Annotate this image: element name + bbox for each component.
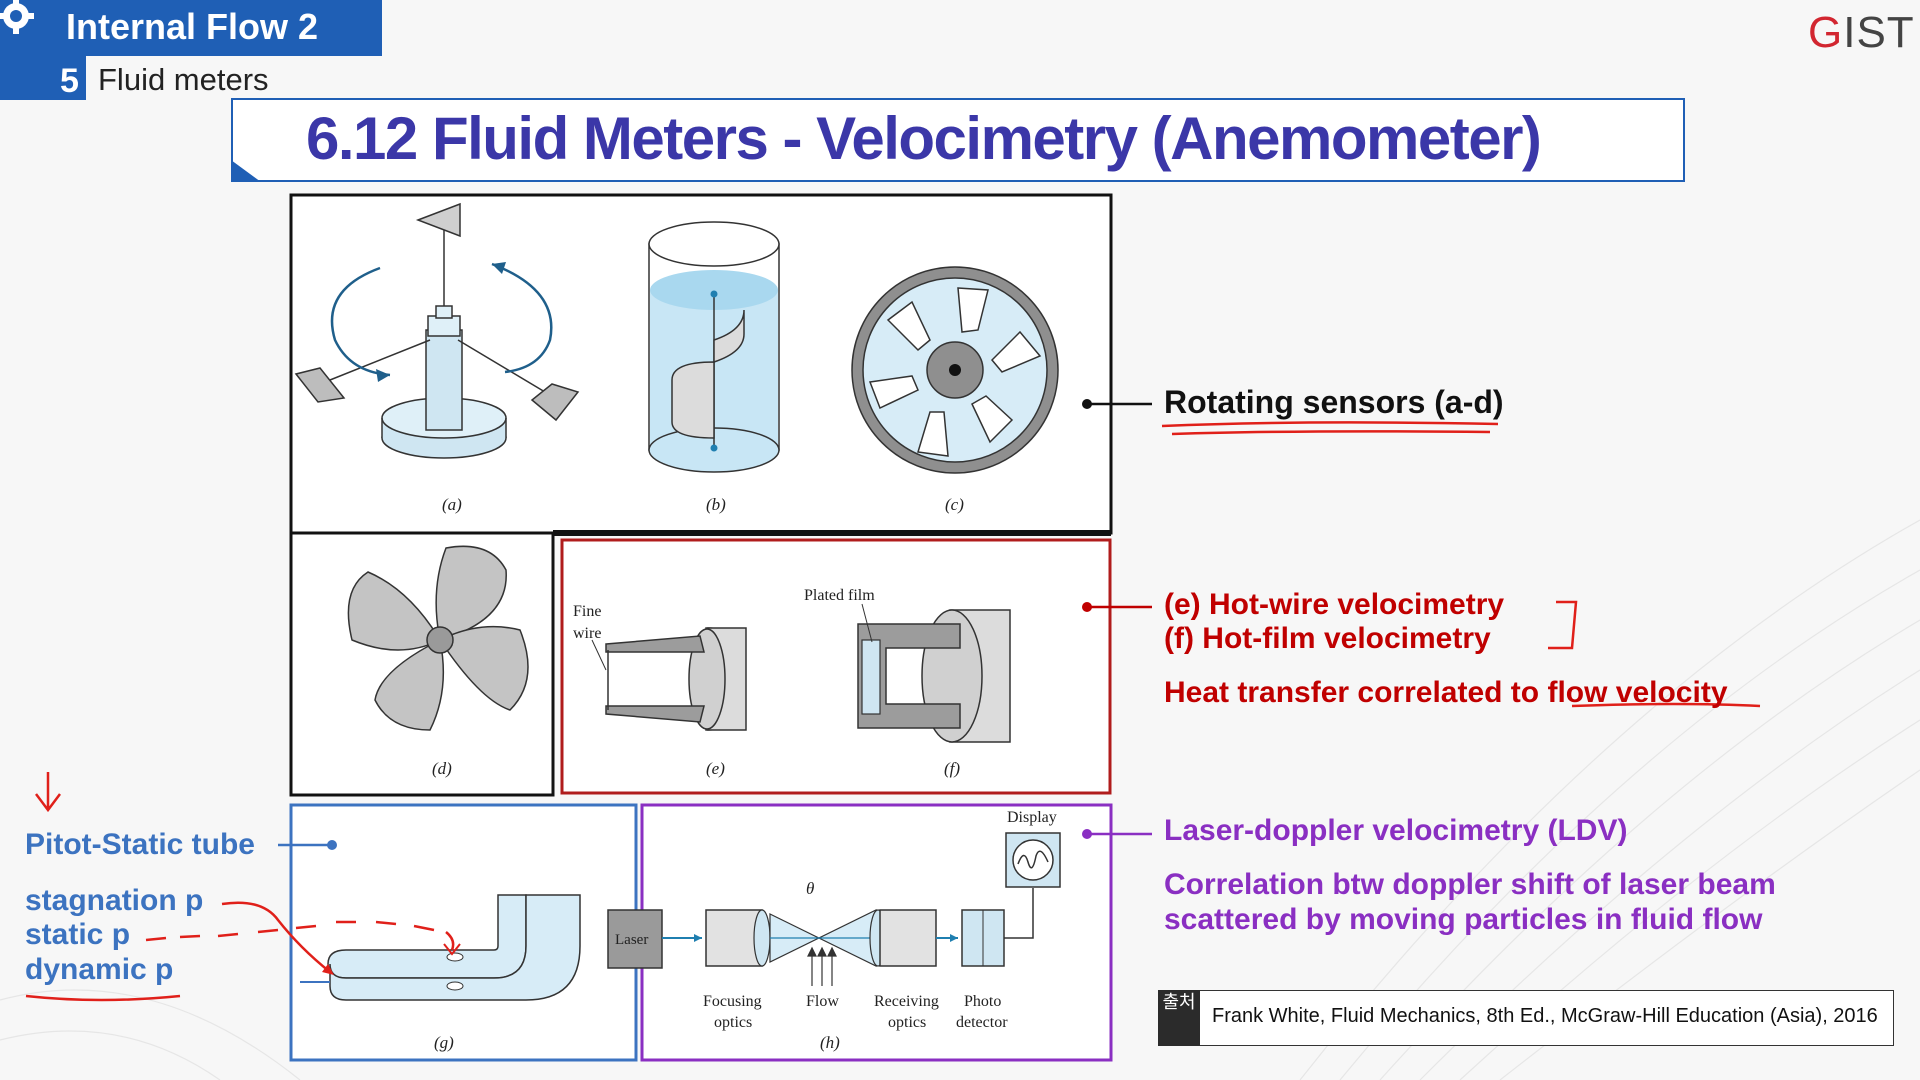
label-plated-film: Plated film — [804, 587, 875, 604]
dynamic-pressure-label: dynamic p — [25, 953, 174, 986]
rotating-underline — [1161, 421, 1499, 436]
rotating-sensors-label: Rotating sensors (a-d) — [1164, 384, 1504, 420]
propeller — [347, 545, 529, 731]
label-flow: Flow — [806, 993, 839, 1010]
slide-title-box — [231, 98, 1685, 182]
ldv-label: Laser-doppler velocimetry (LDV) — [1164, 814, 1628, 847]
slide-title: 6.12 Fluid Meters - Velocimetry (Anemome… — [306, 105, 1542, 172]
connector-rotating — [1082, 399, 1152, 409]
heat-transfer-label: Heat transfer correlated to flow velocit… — [1164, 676, 1728, 710]
static-pressure-arrowhead — [443, 943, 461, 956]
panel-label-d: (d) — [432, 759, 452, 778]
pitot-static-label: Pitot-Static tube — [25, 828, 255, 861]
source-citation-box — [1158, 990, 1894, 1046]
stagnation-arrowhead — [322, 964, 334, 975]
connector-pitot — [278, 840, 337, 850]
label-focusing-optics: optics — [714, 1014, 752, 1031]
ldv-description-line-2: scattered by moving particles in fluid f… — [1164, 903, 1763, 936]
gist-logo-g: G — [1808, 8, 1844, 57]
panel-label-b: (b) — [706, 495, 726, 514]
label-detector: detector — [956, 1014, 1008, 1031]
connector-hotwire — [1082, 602, 1152, 612]
label-display: Display — [1007, 809, 1057, 826]
stagnation-arrow — [221, 901, 331, 973]
section-number-box — [0, 56, 86, 100]
cylinder-rotor — [648, 221, 780, 473]
source-tag: 출처 — [1158, 990, 1200, 1046]
hot-wire-label: (e) Hot-wire velocimetry — [1164, 588, 1505, 621]
flow-velocity-underline — [1571, 702, 1761, 708]
hotwire-bracket — [1548, 600, 1578, 650]
label-receiving: Receiving — [874, 993, 939, 1010]
label-receiving-optics: optics — [888, 1014, 926, 1031]
gist-logo: GIST — [1808, 8, 1915, 58]
pitot-static-tube — [327, 894, 581, 1001]
panel-label-g: (g) — [434, 1033, 454, 1052]
vane-wheel — [851, 266, 1059, 474]
hot-film-probe — [857, 603, 1011, 743]
panel-label-e: (e) — [706, 759, 725, 778]
hot-film-label: (f) Hot-film velocimetry — [1164, 622, 1491, 655]
label-laser: Laser — [615, 932, 648, 948]
label-photo: Photo — [964, 993, 1001, 1010]
heat-transfer-prefix: Heat transfer correlated to — [1164, 676, 1548, 709]
dynamic-underline — [25, 994, 181, 1002]
ldv-description-line-1: Correlation btw doppler shift of laser b… — [1164, 868, 1776, 901]
section-number: 5 — [60, 62, 79, 100]
cup-anemometer — [294, 202, 580, 459]
source-citation: Frank White, Fluid Mechanics, 8th Ed., M… — [1212, 1005, 1878, 1027]
course-banner — [0, 0, 382, 56]
label-theta: θ — [806, 879, 814, 898]
static-pressure-dashes — [145, 920, 455, 951]
panel-label-f: (f) — [944, 759, 960, 778]
panel-label-h: (h) — [820, 1033, 840, 1052]
hot-wire-probe — [591, 627, 747, 731]
down-arrow-mark — [35, 772, 61, 813]
connector-ldv — [1082, 829, 1152, 839]
panel-label-a: (a) — [442, 495, 462, 514]
heat-transfer-emphasis: flow velocity — [1547, 676, 1728, 709]
label-focusing: Focusing — [703, 993, 762, 1010]
frame-ef — [560, 538, 1112, 795]
gear-icon — [0, 0, 34, 34]
gist-logo-rest: IST — [1843, 8, 1915, 57]
section-title: Fluid meters — [98, 62, 269, 97]
course-title: Internal Flow 2 — [66, 6, 319, 47]
frame-e-top-edge — [553, 530, 1111, 536]
stagnation-pressure-label: stagnation p — [25, 884, 204, 917]
title-corner-accent — [231, 160, 261, 182]
label-wire: wire — [573, 625, 601, 642]
label-fine: Fine — [573, 603, 601, 620]
static-pressure-label: static p — [25, 918, 131, 951]
panel-label-c: (c) — [945, 495, 964, 514]
ldv-setup — [607, 832, 1061, 986]
